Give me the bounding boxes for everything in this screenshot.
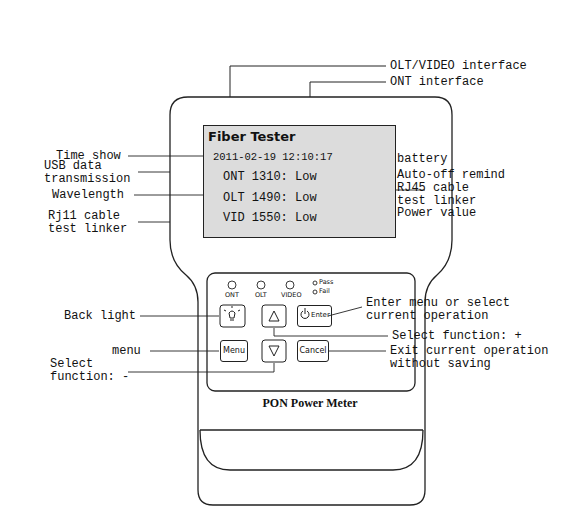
callout-label: Auto-off remind xyxy=(397,169,505,182)
callout-label: Power value xyxy=(397,207,476,220)
leader-line xyxy=(128,156,211,157)
key-icon xyxy=(305,308,306,314)
callout-label: menu xyxy=(112,345,141,358)
indicator-led xyxy=(313,281,317,285)
device-housing xyxy=(200,429,423,430)
key-button xyxy=(262,340,286,362)
callout-label: Back light xyxy=(64,310,136,323)
callout-label: Rj11 cable test linker xyxy=(48,210,131,236)
callout-label: Select function: - xyxy=(50,358,133,384)
connector-port xyxy=(310,82,386,97)
key-icon xyxy=(269,311,279,321)
enter-button: Enter xyxy=(297,305,332,327)
callout-label: USB data transmission xyxy=(44,160,134,186)
port-label: ONT interface xyxy=(390,76,484,89)
led-label: OLT xyxy=(255,292,267,299)
leader-line xyxy=(328,351,386,352)
device-housing xyxy=(200,430,423,470)
led-label: Pass xyxy=(319,279,333,286)
callout-label: Enter menu or select current operation xyxy=(366,297,514,323)
node-text: Low xyxy=(295,212,317,225)
node-text: Fiber Tester xyxy=(208,130,296,144)
led-label: ONT xyxy=(225,292,239,299)
indicator-led xyxy=(286,281,294,289)
connector-port xyxy=(230,66,386,97)
device-housing xyxy=(207,273,415,391)
node-text: OLT 1490: xyxy=(223,192,288,205)
key-icon xyxy=(229,311,235,318)
indicator-led xyxy=(228,281,236,289)
callout-label: Select function: + xyxy=(392,330,522,343)
node-text: Enter xyxy=(311,312,330,320)
node-text: Low xyxy=(295,171,317,184)
callout-label: Exit current operation without saving xyxy=(390,345,552,371)
indicator-led xyxy=(228,281,317,294)
connector-port xyxy=(230,66,386,97)
node-text: Menu xyxy=(223,347,245,356)
node-text: Low xyxy=(295,192,317,205)
indicator-led xyxy=(257,281,265,289)
led-label: VIDEO xyxy=(281,292,302,299)
cancel-button: Cancel xyxy=(297,340,329,362)
callout-label: Wavelength xyxy=(52,189,124,202)
key-button xyxy=(220,305,245,327)
node-text: 2011-02-19 12:10:17 xyxy=(213,152,333,164)
menu-button: Menu xyxy=(220,340,248,362)
port-label: OLT/VIDEO interface xyxy=(390,60,527,73)
leader-line xyxy=(274,328,388,336)
indicator-led xyxy=(313,290,317,294)
key-icon xyxy=(230,320,234,321)
key-icon xyxy=(224,306,240,311)
node-text: ONT 1310: xyxy=(223,171,288,184)
leader-line xyxy=(138,222,170,223)
callout-label: battery xyxy=(397,153,447,166)
leader-line xyxy=(128,363,274,372)
key-icon xyxy=(269,346,279,356)
node-text: Cancel xyxy=(299,347,326,356)
key-button xyxy=(262,305,286,327)
lcd-screen: Fiber Tester 2011-02-19 12:10:17ONT 1310:… xyxy=(203,125,396,238)
leader-line xyxy=(140,316,219,317)
key-button xyxy=(220,305,286,362)
callout-label: RJ45 cable test linker xyxy=(397,182,480,208)
leader-line xyxy=(138,172,170,173)
node-text: PON Power Meter xyxy=(262,397,357,410)
led-label: Fail xyxy=(319,288,330,295)
node-text: VID 1550: xyxy=(223,212,288,225)
leader-line xyxy=(150,351,219,352)
leader-line xyxy=(328,307,362,316)
